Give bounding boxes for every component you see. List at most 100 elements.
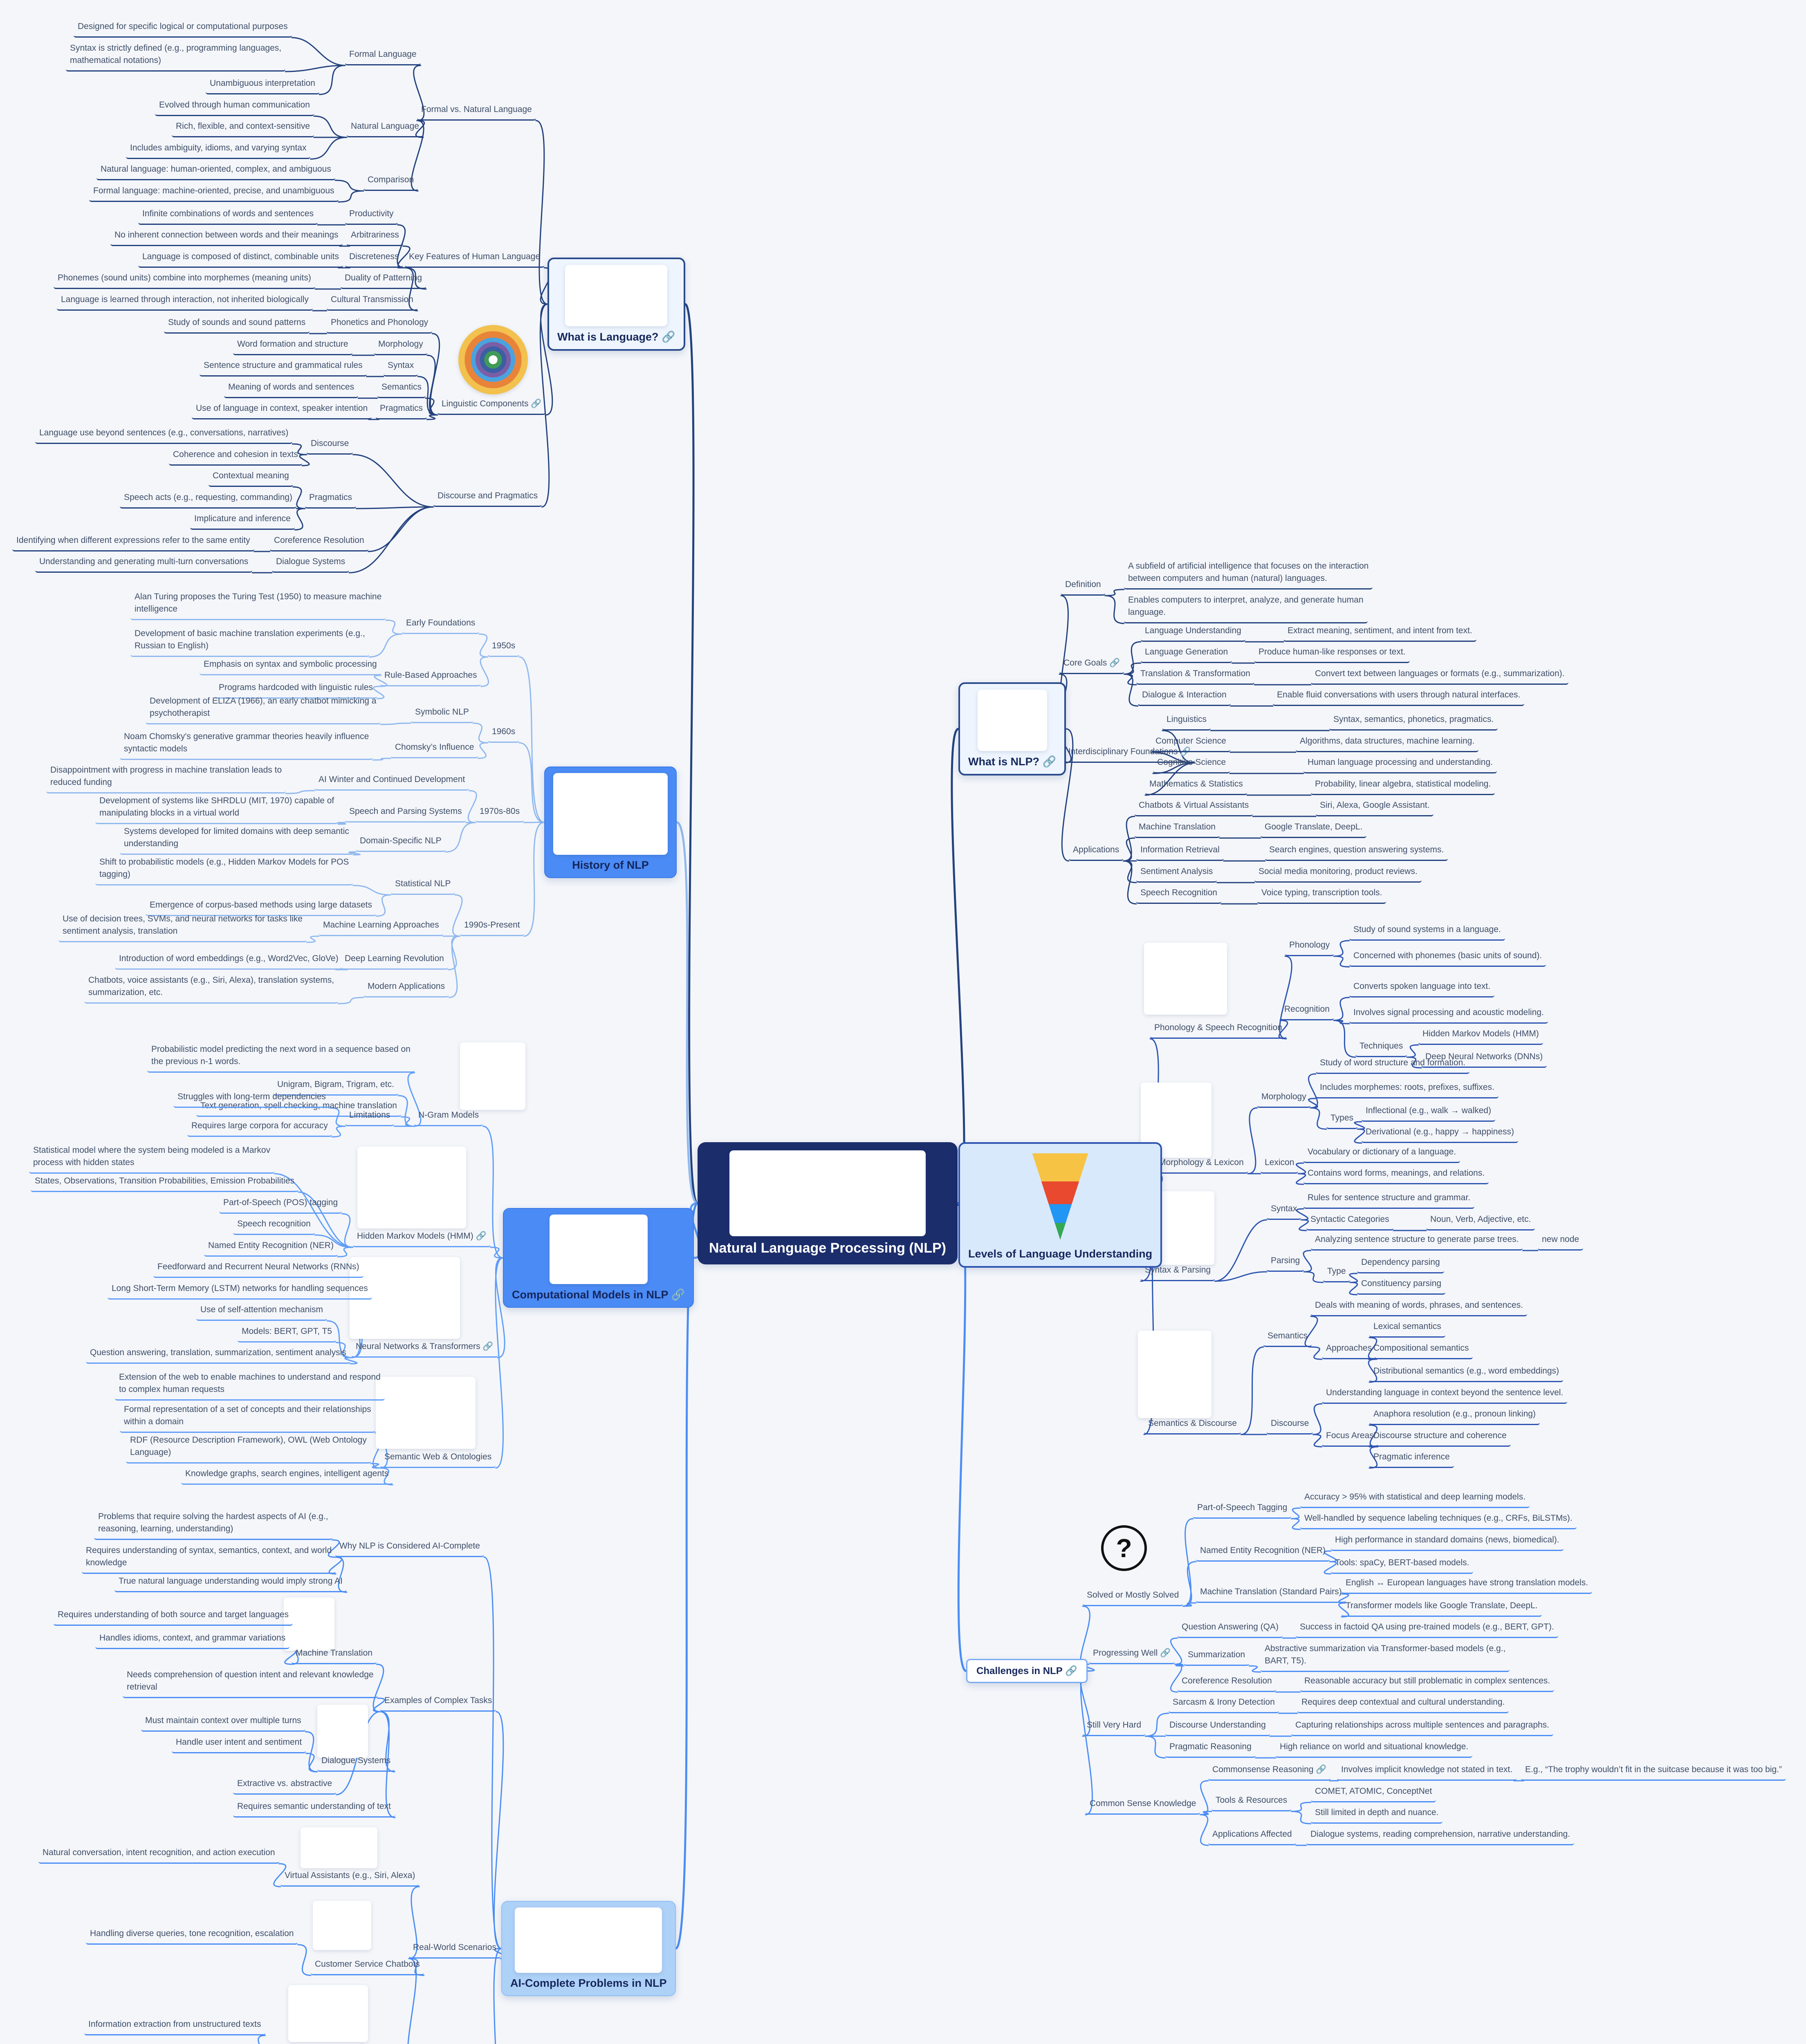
node-systems-developed-for-limited-domains-with[interactable]: Systems developed for limited domains wi… xyxy=(120,825,353,855)
node-anaphora-resolution-e-g-pronoun-linking[interactable]: Anaphora resolution (e.g., pronoun linki… xyxy=(1369,1408,1540,1425)
node-statistical-nlp[interactable]: Statistical NLP xyxy=(391,878,455,895)
node-understanding-language-in-context-beyond-t[interactable]: Understanding language in context beyond… xyxy=(1322,1387,1568,1404)
node-search-engines-question-answering-systems[interactable]: Search engines, question answering syste… xyxy=(1265,844,1448,861)
node-enable-fluid-conversations-with-users-thro[interactable]: Enable fluid conversations with users th… xyxy=(1273,689,1525,706)
node-dependency-parsing[interactable]: Dependency parsing xyxy=(1357,1256,1444,1273)
node-handles-idioms-context-and-grammar-variati[interactable]: Handles idioms, context, and grammar var… xyxy=(95,1632,290,1649)
node-dialogue-systems[interactable]: Dialogue Systems xyxy=(317,1755,395,1772)
node-success-in-factoid-qa-using-pre-trained-mo[interactable]: Success in factoid QA using pre-trained … xyxy=(1296,1621,1558,1638)
node-1950s[interactable]: 1950s xyxy=(488,640,520,657)
node-semantics[interactable]: Semantics xyxy=(377,381,426,398)
node-n-gram-models[interactable]: N-Gram Models xyxy=(414,1109,483,1126)
challenges-in-nlp-node[interactable]: Challenges in NLP 🔗 xyxy=(966,1659,1088,1683)
node-compositional-semantics[interactable]: Compositional semantics xyxy=(1369,1342,1473,1359)
node-core-goals[interactable]: Core Goals 🔗 xyxy=(1059,657,1124,674)
node-linguistic-components[interactable]: Linguistic Components 🔗 xyxy=(437,398,546,415)
node-discourse-understanding[interactable]: Discourse Understanding xyxy=(1165,1719,1270,1736)
node-discourse-structure-and-coherence[interactable]: Discourse structure and coherence xyxy=(1369,1430,1511,1447)
node-coherence-and-cohesion-in-texts[interactable]: Coherence and cohesion in texts xyxy=(169,448,302,466)
node-comet-atomic-conceptnet[interactable]: COMET, ATOMIC, ConceptNet xyxy=(1311,1785,1436,1802)
node-lexicon[interactable]: Lexicon xyxy=(1261,1156,1299,1174)
node-still-very-hard[interactable]: Still Very Hard xyxy=(1083,1719,1146,1736)
node-algorithms-data-structures-machine-learnin[interactable]: Algorithms, data structures, machine lea… xyxy=(1296,735,1479,752)
node-handle-user-intent-and-sentiment[interactable]: Handle user intent and sentiment xyxy=(172,1736,306,1753)
node-a-subfield-of-artificial-intelligence-that[interactable]: A subfield of artificial intelligence th… xyxy=(1124,560,1373,589)
node-question-answering-qa[interactable]: Question Answering (QA) xyxy=(1178,1621,1283,1638)
node-must-maintain-context-over-multiple-turns[interactable]: Must maintain context over multiple turn… xyxy=(141,1715,305,1732)
node-probabilistic-model-predicting-the-next-wo[interactable]: Probabilistic model predicting the next … xyxy=(147,1043,415,1073)
node-phonology[interactable]: Phonology xyxy=(1285,939,1334,956)
node-e-g-the-trophy-wouldn-t-fit-in-the-suitcas[interactable]: E.g., “The trophy wouldn’t fit in the su… xyxy=(1521,1764,1786,1781)
node-states-observations-transition-probabiliti[interactable]: States, Observations, Transition Probabi… xyxy=(31,1175,298,1192)
node-common-sense-knowledge[interactable]: Common Sense Knowledge xyxy=(1086,1797,1200,1815)
node-convert-text-between-languages-or-formats-[interactable]: Convert text between languages or format… xyxy=(1311,668,1569,685)
node-understanding-and-generating-multi-turn-co[interactable]: Understanding and generating multi-turn … xyxy=(35,556,253,573)
node-machine-translation[interactable]: Machine Translation xyxy=(292,1647,377,1664)
node-hidden-markov-models-hmm[interactable]: Hidden Markov Models (HMM) 🔗 xyxy=(353,1230,491,1247)
node-english-european-languages-have-strong-tra[interactable]: English ↔ European languages have strong… xyxy=(1342,1577,1593,1594)
node-semantics-discourse[interactable]: Semantics & Discourse xyxy=(1144,1417,1241,1434)
node-natural-conversation-intent-recognition-an[interactable]: Natural conversation, intent recognition… xyxy=(38,1847,279,1864)
node-high-performance-in-standard-domains-news-[interactable]: High performance in standard domains (ne… xyxy=(1331,1534,1564,1551)
node-summarization[interactable]: Summarization xyxy=(1184,1649,1250,1666)
node-techniques[interactable]: Techniques xyxy=(1355,1040,1407,1057)
node-abstractive-summarization-via-transformer-[interactable]: Abstractive summarization via Transforme… xyxy=(1261,1643,1510,1672)
node-virtual-assistants-e-g-siri-alexa[interactable]: Virtual Assistants (e.g., Siri, Alexa) xyxy=(280,1869,420,1887)
node-new-node[interactable]: new node xyxy=(1538,1233,1584,1251)
node-involves-implicit-knowledge-not-stated-in-[interactable]: Involves implicit knowledge not stated i… xyxy=(1337,1764,1517,1781)
node-noam-chomsky-s-generative-grammar-theories[interactable]: Noam Chomsky's generative grammar theori… xyxy=(120,731,373,760)
node-part-of-speech-tagging[interactable]: Part-of-Speech Tagging xyxy=(1193,1502,1292,1519)
node-commonsense-reasoning[interactable]: Commonsense Reasoning 🔗 xyxy=(1208,1764,1331,1781)
node-speech-and-parsing-systems[interactable]: Speech and Parsing Systems xyxy=(345,805,466,823)
node-modern-applications[interactable]: Modern Applications xyxy=(363,980,449,997)
node-types[interactable]: Types xyxy=(1326,1112,1358,1129)
node-feedforward-and-recurrent-neural-networks-[interactable]: Feedforward and Recurrent Neural Network… xyxy=(153,1261,363,1278)
node-language-understanding[interactable]: Language Understanding xyxy=(1141,625,1245,642)
node-voice-typing-transcription-tools[interactable]: Voice typing, transcription tools. xyxy=(1257,887,1386,904)
node-information-retrieval[interactable]: Information Retrieval xyxy=(1136,844,1224,861)
node-coreference-resolution[interactable]: Coreference Resolution xyxy=(1178,1675,1276,1692)
node-contextual-meaning[interactable]: Contextual meaning xyxy=(209,470,293,487)
node-phonetics-and-phonology[interactable]: Phonetics and Phonology xyxy=(327,316,433,334)
node-real-world-scenarios[interactable]: Real-World Scenarios xyxy=(409,1941,500,1959)
node-machine-learning-approaches[interactable]: Machine Learning Approaches xyxy=(319,919,443,936)
node-lexical-semantics[interactable]: Lexical semantics xyxy=(1369,1320,1445,1338)
node-word-formation-and-structure[interactable]: Word formation and structure xyxy=(233,338,352,355)
node-part-of-speech-pos-tagging[interactable]: Part-of-Speech (POS) tagging xyxy=(219,1197,342,1214)
node-human-language-processing-and-understandin[interactable]: Human language processing and understand… xyxy=(1303,756,1497,773)
node-dialogue-systems[interactable]: Dialogue Systems xyxy=(272,556,350,573)
node-formal-representation-of-a-set-of-concepts[interactable]: Formal representation of a set of concep… xyxy=(120,1403,375,1433)
node-distributional-semantics-e-g-word-embeddin[interactable]: Distributional semantics (e.g., word emb… xyxy=(1369,1365,1564,1382)
node-deals-with-meaning-of-words-phrases-and-se[interactable]: Deals with meaning of words, phrases, an… xyxy=(1311,1299,1527,1316)
node-ai-winter-and-continued-development[interactable]: AI Winter and Continued Development xyxy=(314,773,469,791)
node-formal-language[interactable]: Formal Language xyxy=(345,48,421,65)
node-requires-deep-contextual-and-cultural-unde[interactable]: Requires deep contextual and cultural un… xyxy=(1297,1696,1509,1713)
node-study-of-sound-systems-in-a-language[interactable]: Study of sound systems in a language. xyxy=(1349,923,1505,941)
node-arbitrariness[interactable]: Arbitrariness xyxy=(347,229,403,246)
node-requires-understanding-of-both-source-and-[interactable]: Requires understanding of both source an… xyxy=(54,1609,293,1626)
node-pragmatics[interactable]: Pragmatics xyxy=(376,402,427,419)
computational-models-node[interactable]: Computational Models in NLP 🔗 xyxy=(503,1208,694,1308)
node-requires-understanding-of-syntax-semantics[interactable]: Requires understanding of syntax, semant… xyxy=(82,1544,336,1574)
node-domain-specific-nlp[interactable]: Domain-Specific NLP xyxy=(356,835,446,852)
node-development-of-systems-like-shrdlu-mit-197[interactable]: Development of systems like SHRDLU (MIT,… xyxy=(95,795,339,824)
node-unigram-bigram-trigram-etc[interactable]: Unigram, Bigram, Trigram, etc. xyxy=(273,1078,398,1096)
node-discourse[interactable]: Discourse xyxy=(1267,1417,1313,1434)
node-linguistics[interactable]: Linguistics xyxy=(1162,713,1211,731)
node-involves-signal-processing-and-acoustic-mo[interactable]: Involves signal processing and acoustic … xyxy=(1349,1006,1548,1024)
node-early-foundations[interactable]: Early Foundations xyxy=(402,617,480,634)
node-cognitive-science[interactable]: Cognitive Science xyxy=(1153,756,1230,773)
node-inflectional-e-g-walk-walked[interactable]: Inflectional (e.g., walk → walked) xyxy=(1362,1105,1495,1122)
node-pragmatic-reasoning[interactable]: Pragmatic Reasoning xyxy=(1165,1741,1256,1758)
node-computer-science[interactable]: Computer Science xyxy=(1151,735,1230,752)
node-capturing-relationships-across-multiple-se[interactable]: Capturing relationships across multiple … xyxy=(1291,1719,1554,1736)
node-no-inherent-connection-between-words-and-t[interactable]: No inherent connection between words and… xyxy=(110,229,343,246)
node-handling-diverse-queries-tone-recognition-[interactable]: Handling diverse queries, tone recogniti… xyxy=(86,1927,298,1945)
node-vocabulary-or-dictionary-of-a-language[interactable]: Vocabulary or dictionary of a language. xyxy=(1303,1146,1461,1163)
node-rules-for-sentence-structure-and-grammar[interactable]: Rules for sentence structure and grammar… xyxy=(1303,1192,1475,1209)
node-google-translate-deepl[interactable]: Google Translate, DeepL. xyxy=(1261,821,1367,838)
node-meaning-of-words-and-sentences[interactable]: Meaning of words and sentences xyxy=(224,381,359,398)
node-programs-hardcoded-with-linguistic-rules[interactable]: Programs hardcoded with linguistic rules xyxy=(215,681,377,699)
node-formal-language-machine-oriented-precise-a[interactable]: Formal language: machine-oriented, preci… xyxy=(89,185,339,202)
node-statistical-model-where-the-system-being-m[interactable]: Statistical model where the system being… xyxy=(29,1144,275,1174)
